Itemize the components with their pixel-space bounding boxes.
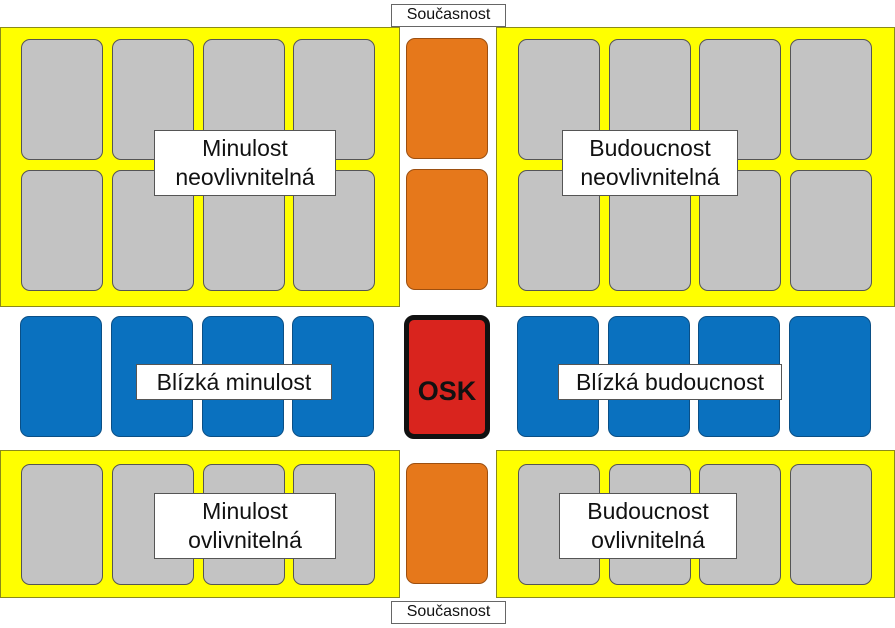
future-fixed-line1: Budoucnost bbox=[589, 135, 711, 161]
card bbox=[790, 39, 872, 160]
future-changeable-panel: Budoucnost ovlivnitelná bbox=[496, 450, 895, 598]
card bbox=[21, 464, 103, 585]
osk-label: OSK bbox=[417, 375, 477, 406]
past-changeable-panel: Minulost ovlivnitelná bbox=[0, 450, 400, 598]
near-past-label: Blízká minulost bbox=[136, 364, 332, 400]
past-changeable-line2: ovlivnitelná bbox=[188, 527, 302, 553]
card bbox=[21, 39, 103, 160]
present-card bbox=[406, 463, 488, 584]
card bbox=[790, 170, 872, 291]
future-fixed-panel: Budoucnost neovlivnitelná bbox=[496, 27, 895, 307]
past-fixed-line2: neovlivnitelná bbox=[175, 164, 315, 190]
osk-card: OSK bbox=[404, 315, 490, 439]
card bbox=[21, 170, 103, 291]
present-card bbox=[406, 38, 488, 159]
future-fixed-line2: neovlivnitelná bbox=[580, 164, 720, 190]
card bbox=[790, 464, 872, 585]
past-fixed-line1: Minulost bbox=[202, 135, 288, 161]
near-future-label: Blízká budoucnost bbox=[558, 364, 782, 400]
past-changeable-label: Minulost ovlivnitelná bbox=[154, 493, 336, 559]
future-fixed-label: Budoucnost neovlivnitelná bbox=[562, 130, 738, 196]
near-future-card bbox=[789, 316, 871, 437]
future-changeable-line1: Budoucnost bbox=[587, 498, 709, 524]
past-changeable-line1: Minulost bbox=[202, 498, 288, 524]
present-card bbox=[406, 169, 488, 290]
past-fixed-label: Minulost neovlivnitelná bbox=[154, 130, 336, 196]
present-bottom-label: Současnost bbox=[391, 601, 506, 624]
near-past-card bbox=[20, 316, 102, 437]
past-fixed-panel: Minulost neovlivnitelná bbox=[0, 27, 400, 307]
future-changeable-line2: ovlivnitelná bbox=[591, 527, 705, 553]
future-changeable-label: Budoucnost ovlivnitelná bbox=[559, 493, 737, 559]
present-top-label: Současnost bbox=[391, 4, 506, 27]
